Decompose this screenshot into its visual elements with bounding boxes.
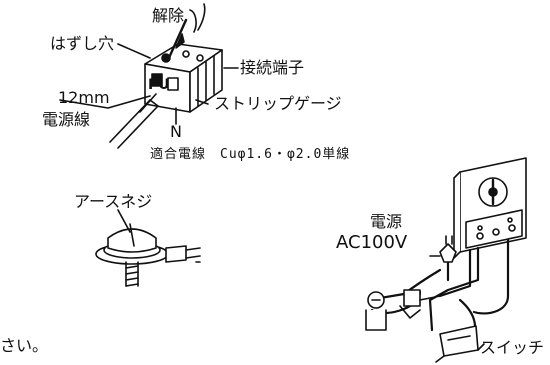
connect-terminal-label: 接続端子 xyxy=(240,58,305,77)
strip-leader xyxy=(195,99,209,105)
switch-cables xyxy=(368,238,510,340)
n-label: N xyxy=(170,122,182,141)
switch-label: スイッチ xyxy=(480,338,545,357)
ground-screw-label: アースネジ xyxy=(74,192,153,211)
breaker xyxy=(365,289,441,331)
wall-switch xyxy=(435,325,485,363)
strip-length-label: 12mm xyxy=(58,88,110,107)
power-wire-label: 電源線 xyxy=(42,110,91,129)
strip-gauge-label: ストリップゲージ xyxy=(214,94,342,113)
switch-box xyxy=(453,157,527,259)
release-label: 解除 xyxy=(152,6,185,25)
terminal-marking: PU xyxy=(148,77,170,93)
hole-label: はずし穴 xyxy=(50,34,115,53)
release-tool xyxy=(166,3,206,62)
hole-leader xyxy=(117,43,151,59)
footer-fragment: さい。 xyxy=(0,336,49,355)
power-wire xyxy=(59,93,159,149)
power-plug xyxy=(429,235,457,263)
ground-screw xyxy=(95,209,201,287)
wire-spec-label: 適合電線 Cuφ1.6・φ2.0単線 xyxy=(150,147,351,162)
voltage-label: AC100V xyxy=(336,232,408,253)
power-label: 電源 xyxy=(370,212,403,231)
